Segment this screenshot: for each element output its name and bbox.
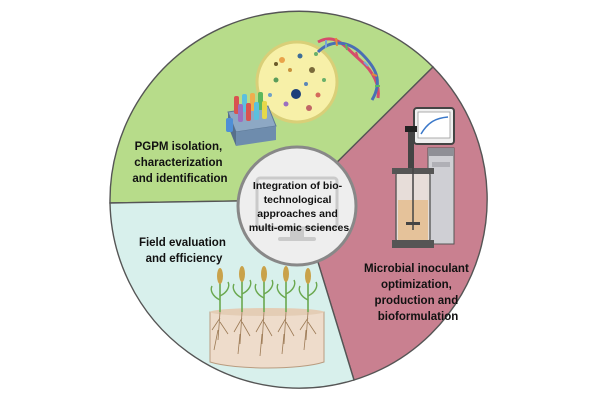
inoculant-line: bioformulation bbox=[378, 311, 459, 323]
isolation-line: and identification bbox=[132, 173, 227, 185]
inoculant-line: production and bbox=[375, 295, 459, 307]
center-label: Integration of bio- technological approa… bbox=[249, 180, 350, 234]
inoculant-label: Microbial inoculant optimization, produc… bbox=[364, 263, 472, 323]
center-line: multi-omic sciences bbox=[249, 222, 350, 234]
isolation-label: PGPM isolation, characterization and ide… bbox=[132, 141, 227, 185]
segment-inoculant bbox=[298, 66, 488, 381]
bioreactor-icon bbox=[392, 107, 455, 248]
center-line: approaches and bbox=[257, 208, 338, 220]
field-line: Field evaluation bbox=[139, 237, 226, 249]
center-line: technological bbox=[264, 194, 332, 206]
test-tube-rack-icon bbox=[226, 92, 277, 146]
inoculant-line: optimization, bbox=[381, 279, 452, 291]
center-circle bbox=[236, 145, 358, 267]
field-line: and efficiency bbox=[146, 253, 223, 265]
dna-icon bbox=[316, 37, 380, 101]
center-line: Integration of bio- bbox=[253, 180, 343, 192]
inoculant-line: Microbial inoculant bbox=[364, 263, 469, 275]
isolation-line: characterization bbox=[134, 157, 222, 169]
field-label: Field evaluation and efficiency bbox=[139, 237, 229, 265]
isolation-line: PGPM isolation, bbox=[135, 141, 223, 153]
computer-monitor-icon bbox=[255, 176, 339, 241]
wheat-plants-icon bbox=[209, 266, 325, 369]
petri-dish-icon bbox=[255, 40, 339, 124]
